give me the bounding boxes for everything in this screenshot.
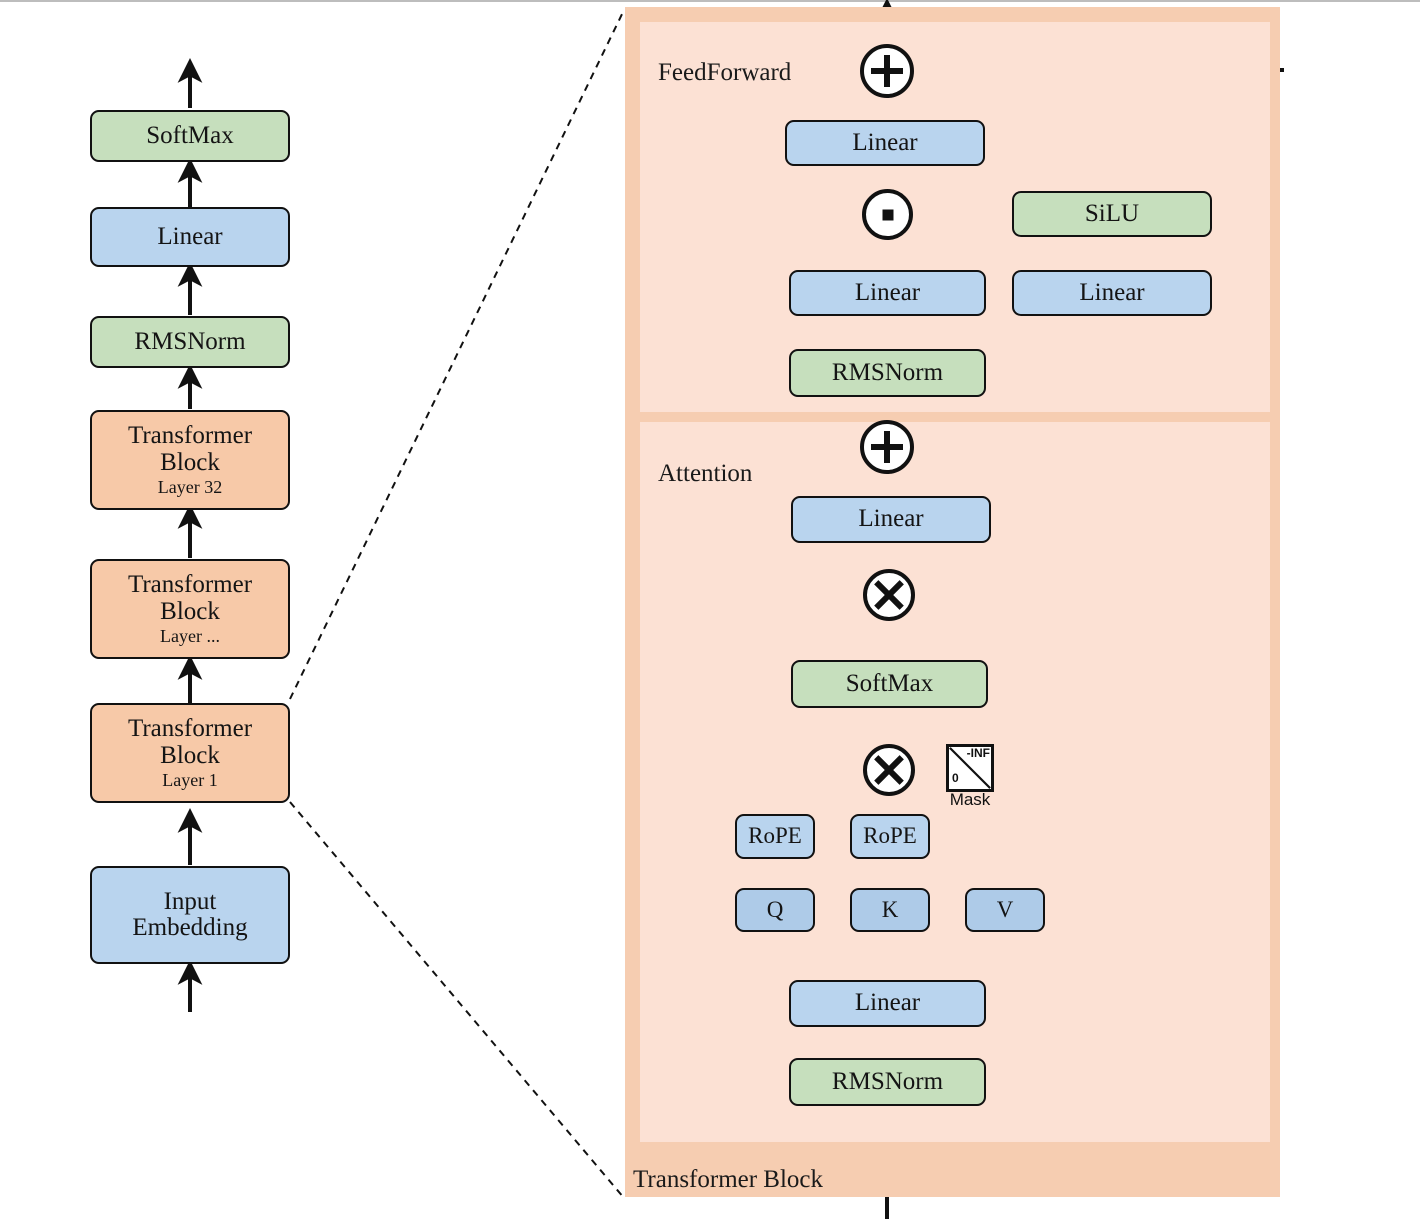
transformer-block-panel-label: Transformer Block [633,1166,824,1193]
node-ff-linear-gate[interactable]: Linear [1012,270,1212,316]
node-ff-silu[interactable]: SiLU [1012,191,1212,237]
attention-mask-icon: -INF 0 Mask [946,744,994,809]
node-rmsnorm-final[interactable]: RMSNorm [90,316,290,368]
node-attn-v[interactable]: V [965,888,1045,932]
node-attn-linear-out[interactable]: Linear [791,496,991,543]
node-attn-q[interactable]: Q [735,888,815,932]
mask-lower-value: 0 [952,771,959,785]
node-label: SoftMax [146,121,234,149]
node-label: RoPE [863,823,917,849]
node-attn-rope-q[interactable]: RoPE [735,814,815,859]
node-label: Transformer Block [127,422,253,476]
mask-diagonal-line [949,747,991,789]
attention-panel-label: Attention [658,460,753,487]
node-label: Linear [858,505,924,533]
node-attn-linear-qkv[interactable]: Linear [789,980,986,1027]
mask-caption: Mask [949,790,991,809]
mask-upper-value: -INF [966,746,990,760]
node-label: Linear [852,128,918,156]
node-input-embedding[interactable]: Input Embedding [90,866,290,964]
node-linear-head[interactable]: Linear [90,207,290,267]
node-label: Transformer Block [127,715,253,769]
attention-matmul-qk-operator[interactable] [863,744,915,796]
node-transformer-block-1[interactable]: Transformer Block Layer 1 [90,703,290,803]
node-transformer-block-mid[interactable]: Transformer Block Layer ... [90,559,290,659]
node-ff-linear-up[interactable]: Linear [789,270,986,316]
node-attn-k[interactable]: K [850,888,930,932]
node-label: V [996,896,1014,922]
node-label: SoftMax [845,669,934,697]
node-sublabel: Layer 32 [157,476,223,497]
node-attn-rmsnorm[interactable]: RMSNorm [789,1058,986,1106]
node-label: Linear [1079,278,1145,306]
node-label: RMSNorm [831,358,944,386]
node-label: Transformer Block [127,571,253,625]
node-ff-linear-out[interactable]: Linear [785,120,985,166]
node-sublabel: Layer ... [160,625,220,646]
feedforward-multiply-operator[interactable] [862,189,913,240]
node-attn-softmax[interactable]: SoftMax [791,660,988,708]
node-label: K [881,896,899,922]
node-softmax[interactable]: SoftMax [90,110,290,162]
node-label: SiLU [1084,199,1140,227]
node-label: Linear [157,222,223,250]
node-label: Linear [854,989,921,1017]
node-label: Input Embedding [132,887,248,941]
node-sublabel: Layer 1 [162,769,218,790]
node-attn-rope-k[interactable]: RoPE [850,814,930,859]
node-label: RoPE [748,823,802,849]
node-label: Q [766,896,784,922]
node-transformer-block-32[interactable]: Transformer Block Layer 32 [90,410,290,510]
node-label: RMSNorm [831,1067,944,1095]
node-label: RMSNorm [134,327,246,355]
feedforward-add-operator[interactable] [860,44,914,98]
attention-add-operator[interactable] [860,420,914,474]
node-ff-rmsnorm[interactable]: RMSNorm [789,349,986,397]
attention-matmul-av-operator[interactable] [863,569,915,621]
feedforward-panel-label: FeedForward [658,59,792,86]
node-label: Linear [854,278,921,306]
